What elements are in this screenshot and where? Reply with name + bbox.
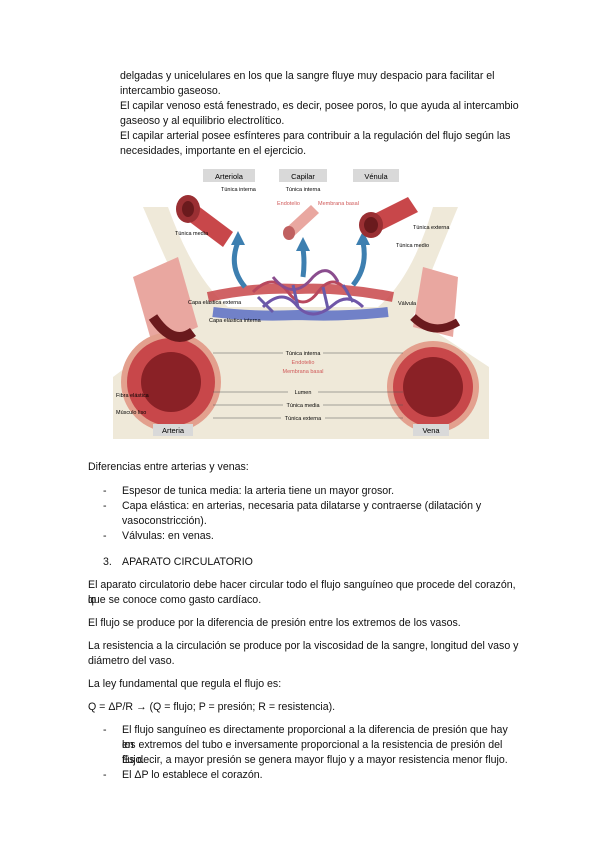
flow-formula: Q = ΔP/R → (Q = flujo; P = presión; R = …	[88, 701, 336, 713]
arteriola-drawing	[176, 195, 233, 247]
center-label: Membrana basal	[283, 369, 324, 375]
intro-line: El capilar arterial posee esfínteres par…	[120, 130, 511, 142]
paragraph-line: El aparato circulatorio debe hacer circu…	[88, 579, 516, 606]
venula-label: Túnica externa	[413, 225, 450, 231]
capilar-label: Endotelio	[277, 201, 300, 207]
dash-bullet: -	[103, 485, 107, 497]
list-item-text: los extremos del tubo e inversamente pro…	[122, 739, 503, 766]
venula-label: Túnica medio	[396, 243, 429, 249]
differences-heading: Diferencias entre arterias y venas:	[88, 461, 249, 473]
paragraph: La ley fundamental que regula el flujo e…	[88, 678, 282, 690]
center-label: Lumen	[295, 390, 312, 396]
vessels-illustration: Arteriola Capilar Vénula Túnica interna …	[113, 169, 489, 439]
dash-bullet: -	[103, 769, 107, 781]
center-label: Túnica media	[286, 403, 320, 409]
right-label: Válvula	[398, 301, 417, 307]
paragraph-line: diámetro del vaso.	[88, 655, 175, 667]
list-item-text: Espesor de tunica media: la arteria tien…	[122, 485, 395, 497]
dash-bullet: -	[103, 724, 107, 736]
paragraph-line: La resistencia a la circulación se produ…	[88, 640, 519, 652]
intro-line: delgadas y unicelulares en los que la sa…	[120, 70, 495, 82]
arteriola-label: Túnica interna	[221, 187, 257, 193]
center-label: Túnica interna	[286, 351, 322, 357]
venula-drawing	[359, 197, 418, 238]
label-venula: Vénula	[364, 172, 388, 181]
list-item-text: Capa elástica: en arterias, necesaria pa…	[122, 500, 482, 512]
center-label: Endotelio	[292, 360, 315, 366]
intro-line: gaseoso y al equilibrio electrolítico.	[120, 115, 285, 127]
label-arteria: Arteria	[162, 426, 185, 435]
artery-cross-section	[121, 257, 221, 432]
dash-bullet: -	[103, 500, 107, 512]
list-item-text: El ΔP lo establece el corazón.	[122, 769, 263, 781]
label-capilar: Capilar	[291, 172, 315, 181]
section-number: 3.	[103, 556, 112, 568]
center-label: Túnica externa	[285, 416, 322, 422]
list-item-text: El flujo sanguíneo es directamente propo…	[122, 724, 508, 751]
capilar-label: Túnica interna	[286, 187, 322, 193]
capilar-drawing	[283, 205, 319, 240]
label-vena: Vena	[422, 426, 440, 435]
intro-line: necesidades, importante en el ejercicio.	[120, 145, 307, 157]
list-item-text: Válvulas: en venas.	[122, 530, 214, 542]
vein-cross-section	[387, 267, 479, 433]
capilar-label: Membrana basal	[318, 201, 359, 207]
paragraph-line: que se conoce como gasto cardíaco.	[88, 594, 262, 606]
label-arteriola: Arteriola	[215, 172, 244, 181]
intro-line: intercambio gaseoso.	[120, 85, 221, 97]
dash-bullet: -	[103, 530, 107, 542]
left-label: Capa elástica interna	[209, 318, 262, 324]
paragraph: El flujo se produce por la diferencia de…	[88, 617, 461, 629]
left-label: Fibra elástica	[116, 393, 150, 399]
left-label: Capa elástica externa	[188, 300, 242, 306]
arteriola-label: Túnica media	[175, 231, 209, 237]
flow-arrows	[231, 231, 370, 289]
section-title: APARATO CIRCULATORIO	[122, 556, 253, 568]
list-item-text: Es decir, a mayor presión se genera mayo…	[122, 754, 508, 766]
left-label: Músculo liso	[116, 410, 146, 416]
blood-vessels-figure: Arteriola Capilar Vénula Túnica interna …	[113, 167, 489, 439]
list-item-text: vasoconstricción).	[122, 515, 207, 527]
intro-line: El capilar venoso está fenestrado, es de…	[120, 100, 519, 112]
capillary-network	[251, 269, 365, 316]
